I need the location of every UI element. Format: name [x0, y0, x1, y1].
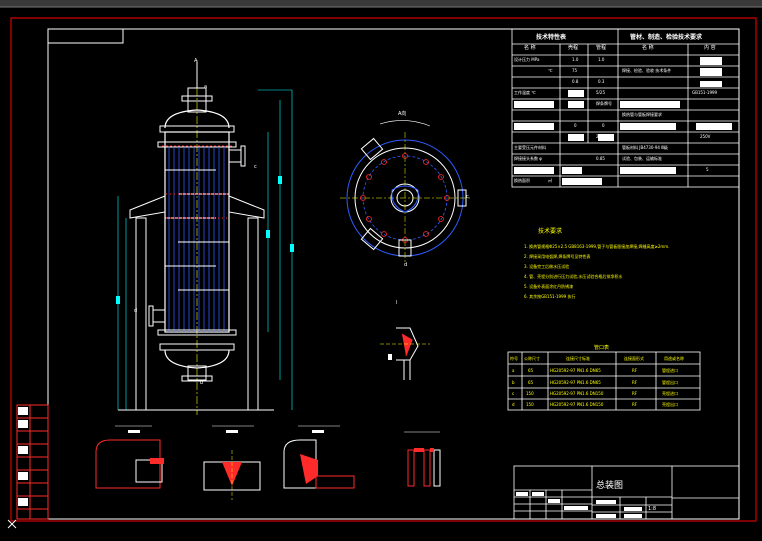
note-line: 2. 焊接采用电弧焊,焊条牌号见特性表: [524, 254, 591, 259]
spec-cell: 2.25: [596, 134, 605, 139]
nozzle-row: RF: [632, 402, 638, 407]
revision-strip: [16, 404, 49, 520]
spec-cell: 250V: [700, 134, 711, 139]
spec-cell: 0: [602, 123, 605, 128]
top-view-label-c: c: [466, 194, 469, 200]
spec-cell: 设计压力 MPa: [514, 57, 540, 62]
spec-cell: 换热管与管板焊接要求: [622, 112, 662, 117]
notes-title: 技术要求: [538, 228, 563, 235]
note-line: 5. 设备外表面涂红丹防锈漆: [524, 284, 574, 289]
spec-table-title-right: 管材、制造、检验技术要求: [630, 34, 703, 41]
spec-cell: 0.8: [572, 79, 579, 84]
nozzle-table-title: 管口表: [594, 345, 610, 351]
spec-cell: 主要受压元件材料: [514, 145, 546, 150]
spec-table-redactions: [514, 57, 732, 185]
nozzle-row: d: [512, 402, 515, 407]
nozzle-row: RF: [632, 391, 638, 396]
spec-cell: 腐蚀裕量: [514, 123, 530, 128]
note-line: 4. 管、壳程分别进行压力试验,水压试验合格后排净积水: [524, 274, 623, 279]
spec-cell: 管板材料 JB4730-94 Ⅲ级: [622, 145, 668, 150]
spec-cell: 5: [706, 167, 709, 172]
spec-header-item: 名 称: [642, 45, 654, 51]
nozzle-row: c: [512, 391, 515, 396]
spec-cell: 工作温度 ℃: [514, 90, 536, 95]
title-block: [513, 465, 740, 520]
spec-cell: ℃: [548, 68, 553, 73]
note-line: 6. 其余按GB151-1999 执行: [524, 294, 576, 299]
nozzle-table-grid: [507, 351, 701, 411]
spec-cell: 焊条牌号: [596, 101, 612, 106]
ucs-cursor-icon: [7, 519, 17, 529]
spec-table-title: 技术特性表: [536, 34, 567, 41]
nozzle-label-d: d: [134, 308, 138, 314]
nozzle-row: 65: [528, 380, 534, 385]
weld-detail-4: [404, 431, 441, 487]
spec-cell: 0: [574, 123, 577, 128]
spec-cell: 1.0: [598, 57, 605, 62]
spec-header-content: 内 容: [704, 45, 716, 51]
drawing-title: 总装图: [596, 481, 624, 491]
nozzle-header: 用途或名称: [664, 356, 684, 361]
drawing-number-box: [47, 28, 124, 44]
spec-cell: 75: [572, 68, 578, 73]
note-line: 1. 换热管规格Φ25×2.5 GB8163-1999,管子与管板胀接加焊接,焊…: [524, 244, 670, 249]
spec-cell: 换热面积: [514, 178, 530, 183]
spec-cell: ㎡: [548, 178, 552, 183]
spec-header-name: 名 称: [524, 45, 536, 51]
detail-i-view: [380, 327, 430, 380]
nozzle-row: 150: [526, 391, 534, 396]
top-view-label-d: d: [404, 262, 408, 268]
view-label-detail-i: I: [396, 300, 398, 306]
spec-cell: 1.0: [572, 57, 579, 62]
spec-cell: GB151-1999: [692, 90, 718, 95]
nozzle-row: 壳程出口: [662, 402, 678, 407]
nozzle-header: 连接面形式: [624, 356, 644, 361]
view-label-a-direction: A向: [398, 111, 407, 117]
top-strip: [0, 0, 762, 7]
weld-detail-3: [283, 425, 355, 489]
nozzle-label-b: b: [200, 380, 204, 386]
nozzle-row: 65: [528, 368, 534, 373]
drawing-scale: 1:8: [648, 506, 657, 512]
nozzle-row: 管程出口: [662, 380, 678, 385]
nozzle-header: 连接尺寸标准: [566, 356, 590, 361]
spec-cell: 0.85: [596, 156, 605, 161]
nozzle-row: HG20592-97 PN1.6 DN150: [550, 402, 604, 407]
spec-cell: 焊接接头系数 φ: [514, 156, 542, 161]
spec-cell: 试验、包装、运输标准: [622, 156, 662, 161]
spec-header-tube: 管程: [596, 45, 607, 51]
drawing-border-outer: [10, 17, 757, 522]
spec-cell: 0.3: [598, 79, 605, 84]
weld-detail-2: [203, 425, 261, 500]
nozzle-row: HG20592-97 PN1.6 DN65: [550, 380, 601, 385]
nozzle-header: 符号: [510, 356, 518, 361]
note-line: 3. 设备完工后做水压试验: [524, 264, 570, 269]
nozzle-row: 管程进口: [662, 368, 678, 373]
nozzle-row: b: [512, 380, 515, 385]
nozzle-label-a: a: [204, 84, 208, 90]
nozzle-label-c: c: [254, 164, 257, 170]
nozzle-row: RF: [632, 380, 638, 385]
drawing-frame-inner: [47, 28, 740, 520]
nozzle-row: HG20592-97 PN1.6 DN150: [550, 391, 604, 396]
spec-table: [511, 28, 740, 188]
weld-detail-1: [95, 425, 164, 489]
nozzle-row: RF: [632, 368, 638, 373]
vessel-front-view: [116, 60, 294, 415]
nozzle-row: HG20592-97 PN1.6 DN65: [550, 368, 601, 373]
nozzle-header: 公称尺寸: [524, 356, 540, 361]
nozzle-row: a: [512, 368, 515, 373]
nozzle-row: 壳程进口: [662, 391, 678, 396]
title-block-redactions: [516, 492, 642, 518]
spec-header-shell: 壳程: [568, 45, 579, 51]
spec-cell: 5/25: [596, 90, 605, 95]
top-view-a: [340, 120, 470, 262]
spec-cell: 焊接、检验、验收 技术条件: [622, 68, 672, 73]
view-label-a: A: [194, 58, 198, 64]
nozzle-row: 150: [526, 402, 534, 407]
